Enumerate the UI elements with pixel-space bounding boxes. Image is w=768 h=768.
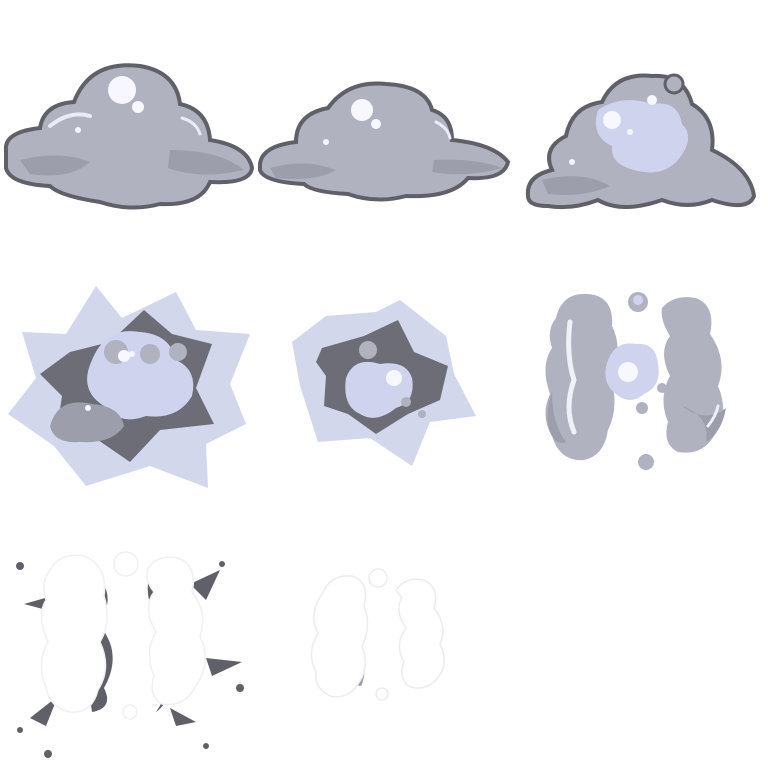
fade-sprite <box>310 568 445 701</box>
left-puff <box>40 554 108 713</box>
left-puff <box>545 293 618 461</box>
right-puff <box>395 578 445 689</box>
highlight-bubble <box>351 99 373 121</box>
highlight-bubble <box>603 111 621 129</box>
empty-cell <box>512 512 768 768</box>
frame-7-dissipate <box>0 512 256 768</box>
split-sprite <box>545 292 726 470</box>
burst-large-sprite <box>8 286 250 488</box>
highlight-bubble <box>386 370 402 386</box>
highlight-bubble <box>108 76 136 104</box>
cloud-puff-sprite <box>525 73 757 210</box>
frame-8-fade <box>256 512 512 768</box>
frame-3-cloud-puff <box>512 0 768 256</box>
burst-small-sprite <box>292 300 476 466</box>
cloud-full-sprite <box>3 63 255 210</box>
dissipate-sprite <box>16 551 244 758</box>
frame-5-burst-small <box>256 256 512 512</box>
right-puff <box>146 556 206 706</box>
highlight-bubble <box>618 362 638 382</box>
cloud-flatten-sprite <box>258 81 511 202</box>
frame-4-burst-large <box>0 256 256 512</box>
right-puff <box>661 297 724 453</box>
frame-6-split <box>512 256 768 512</box>
left-puff <box>310 575 369 698</box>
frame-1-cloud-full <box>0 0 256 256</box>
frame-2-cloud-flatten <box>256 0 512 256</box>
